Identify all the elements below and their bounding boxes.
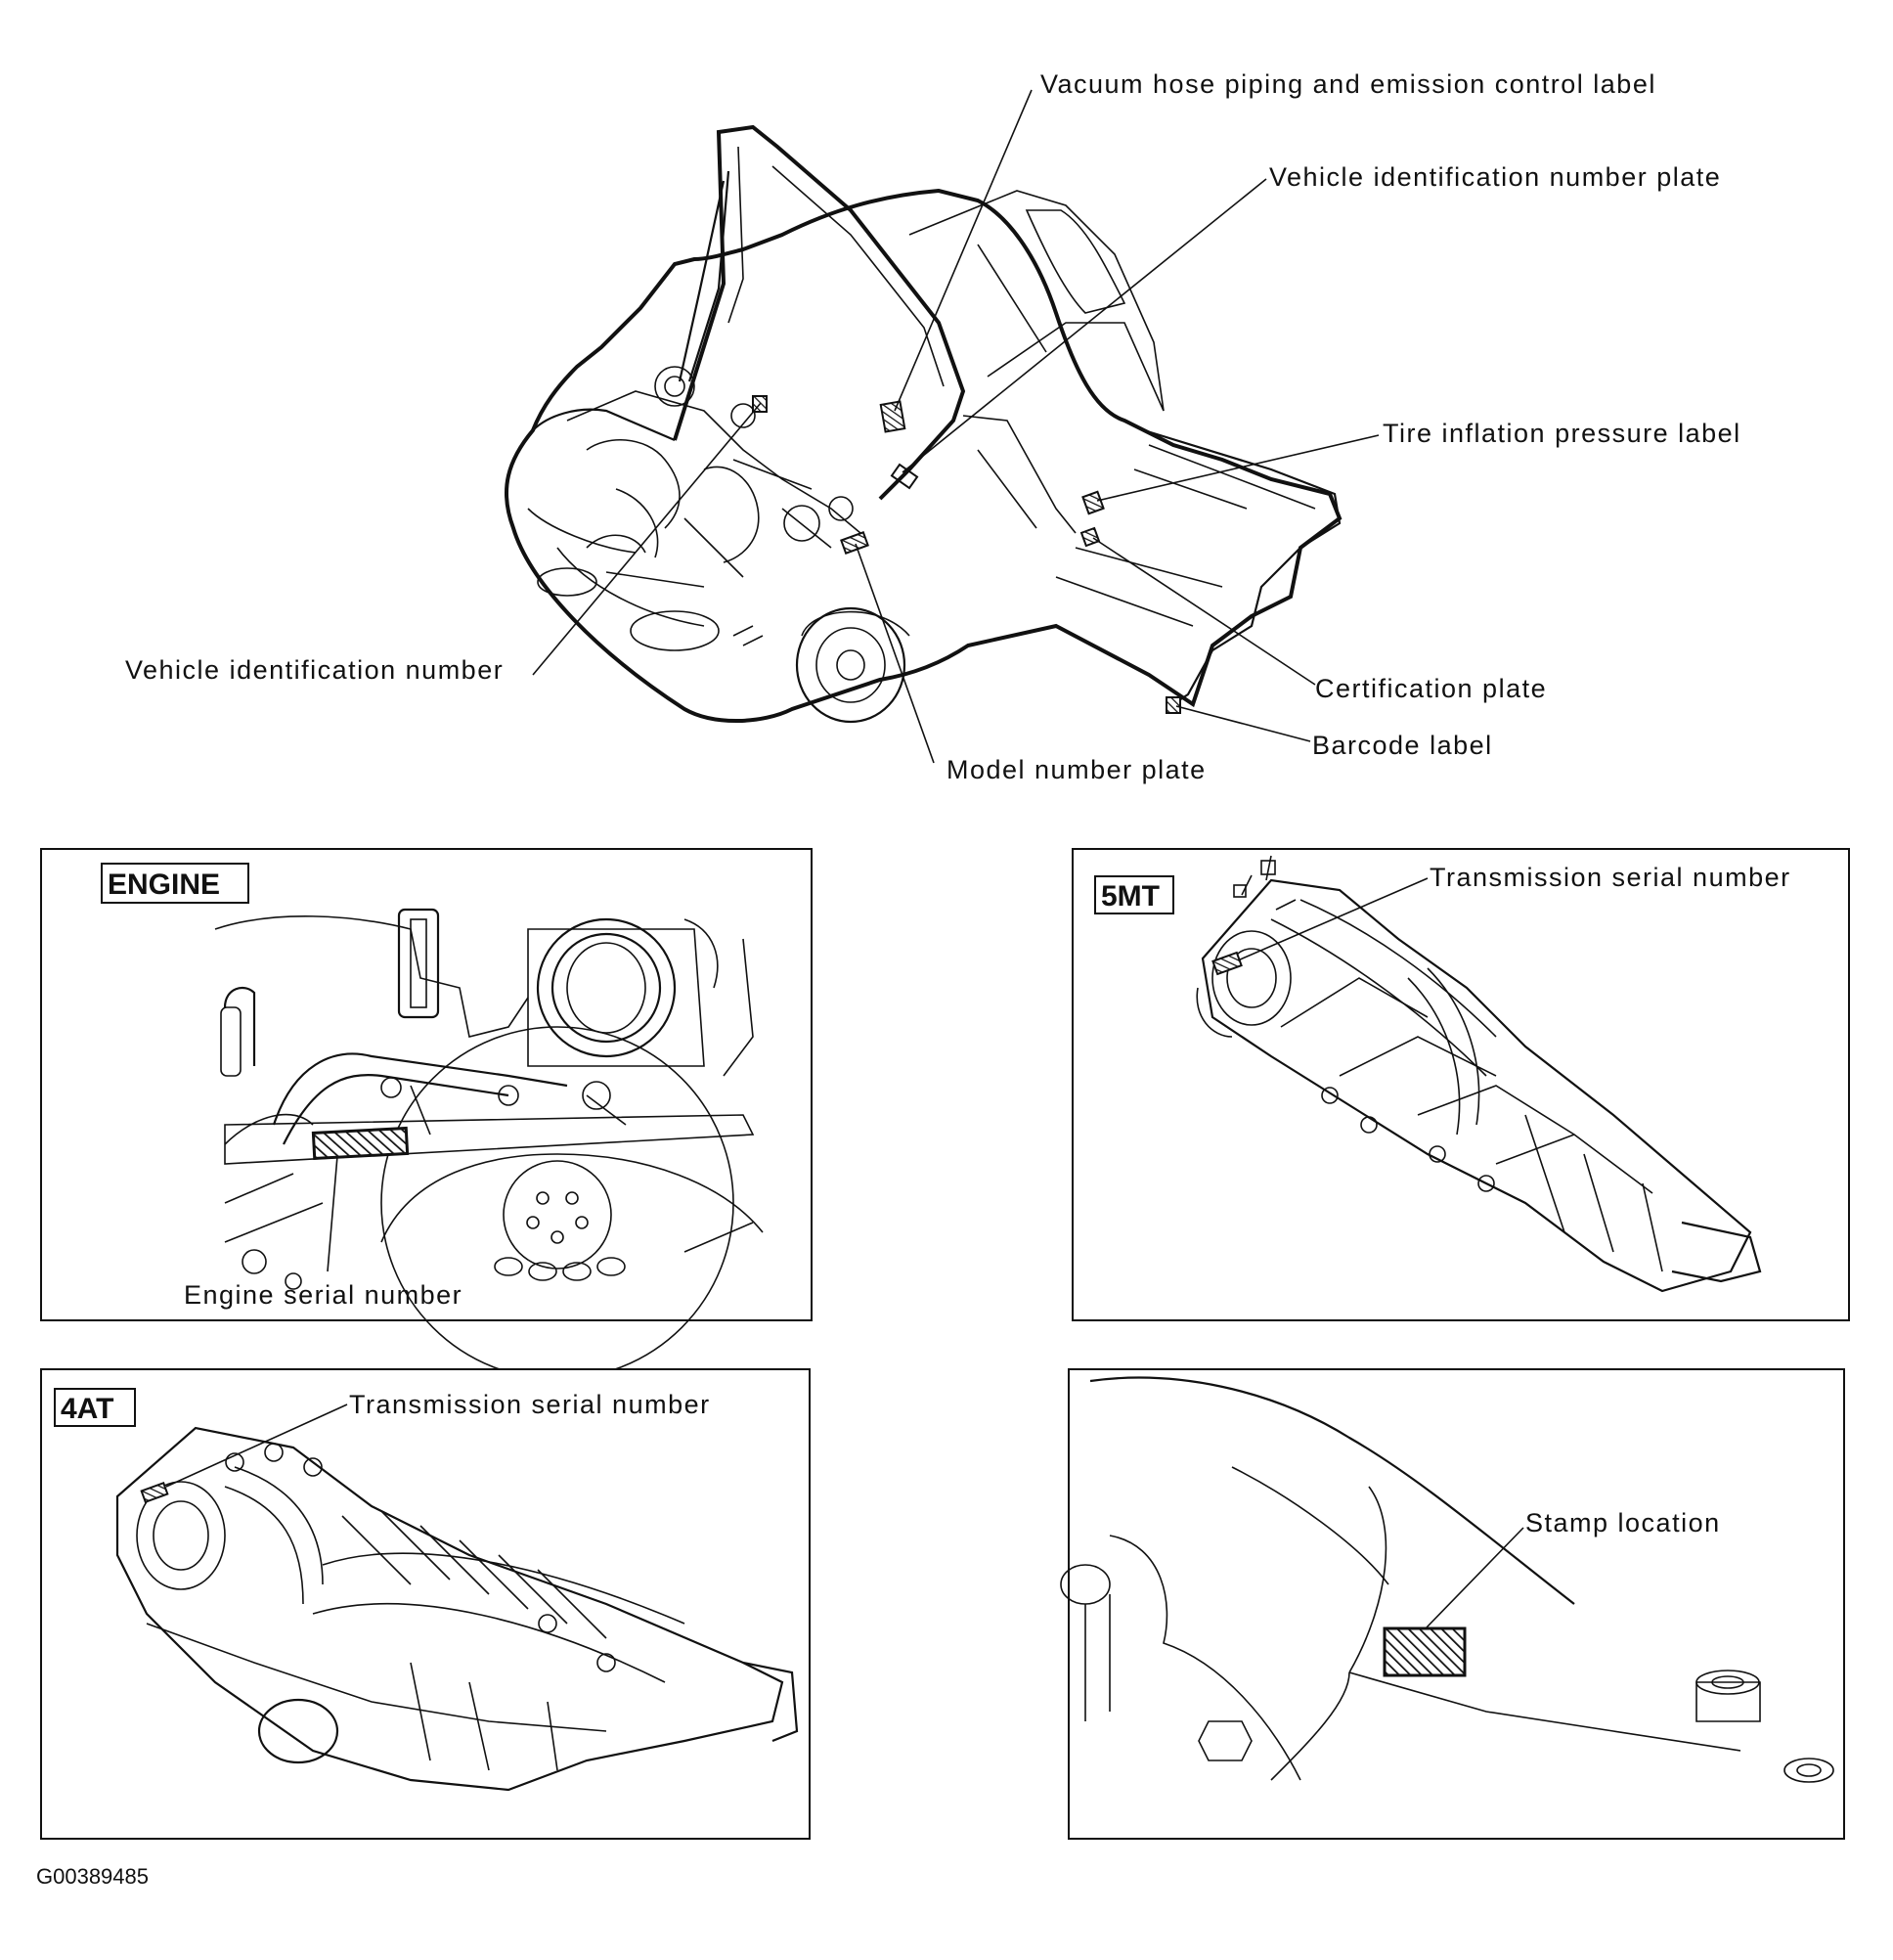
engine-panel: ENGINE Engine serial number bbox=[40, 848, 813, 1380]
figure-id: G00389485 bbox=[36, 1864, 149, 1889]
5mt-transmission-serial-callout: Transmission serial number bbox=[1430, 863, 1791, 892]
vehicle-illustration bbox=[505, 124, 1343, 724]
5mt-panel-title: 5MT bbox=[1101, 880, 1160, 913]
engine-serial-number-callout: Engine serial number bbox=[184, 1280, 462, 1310]
5mt-title-box bbox=[1094, 875, 1174, 914]
stamp-location-callout: Stamp location bbox=[1525, 1508, 1721, 1537]
stamp-location-marker bbox=[1383, 1626, 1467, 1677]
4at-panel-title: 4AT bbox=[61, 1393, 113, 1425]
5mt-panel: 5MT Transmission serial number bbox=[1072, 848, 1850, 1321]
stamp-panel: Stamp location bbox=[1060, 1368, 1845, 1840]
4at-title-box bbox=[54, 1388, 136, 1427]
callout-vin-plate: Vehicle identification number plate bbox=[1269, 162, 1721, 192]
engine-title-box bbox=[101, 863, 249, 904]
4at-panel: 4AT Transmission serial number bbox=[40, 1368, 811, 1840]
callout-model-number-plate: Model number plate bbox=[946, 755, 1207, 784]
callout-tire-inflation-label: Tire inflation pressure label bbox=[1383, 419, 1741, 448]
callout-vacuum-hose-label: Vacuum hose piping and emission control … bbox=[1040, 69, 1656, 99]
engine-serial-number-marker bbox=[311, 1126, 410, 1161]
4at-transmission-serial-callout: Transmission serial number bbox=[349, 1390, 711, 1419]
vehicle-leader-lines bbox=[532, 89, 1380, 764]
callout-barcode-label: Barcode label bbox=[1312, 731, 1493, 760]
callout-certification-plate: Certification plate bbox=[1315, 674, 1547, 703]
4at-serial-number-marker bbox=[140, 1481, 169, 1504]
5mt-serial-number-marker bbox=[1211, 951, 1243, 976]
callout-vin: Vehicle identification number bbox=[125, 655, 504, 685]
engine-panel-title: ENGINE bbox=[108, 869, 220, 901]
